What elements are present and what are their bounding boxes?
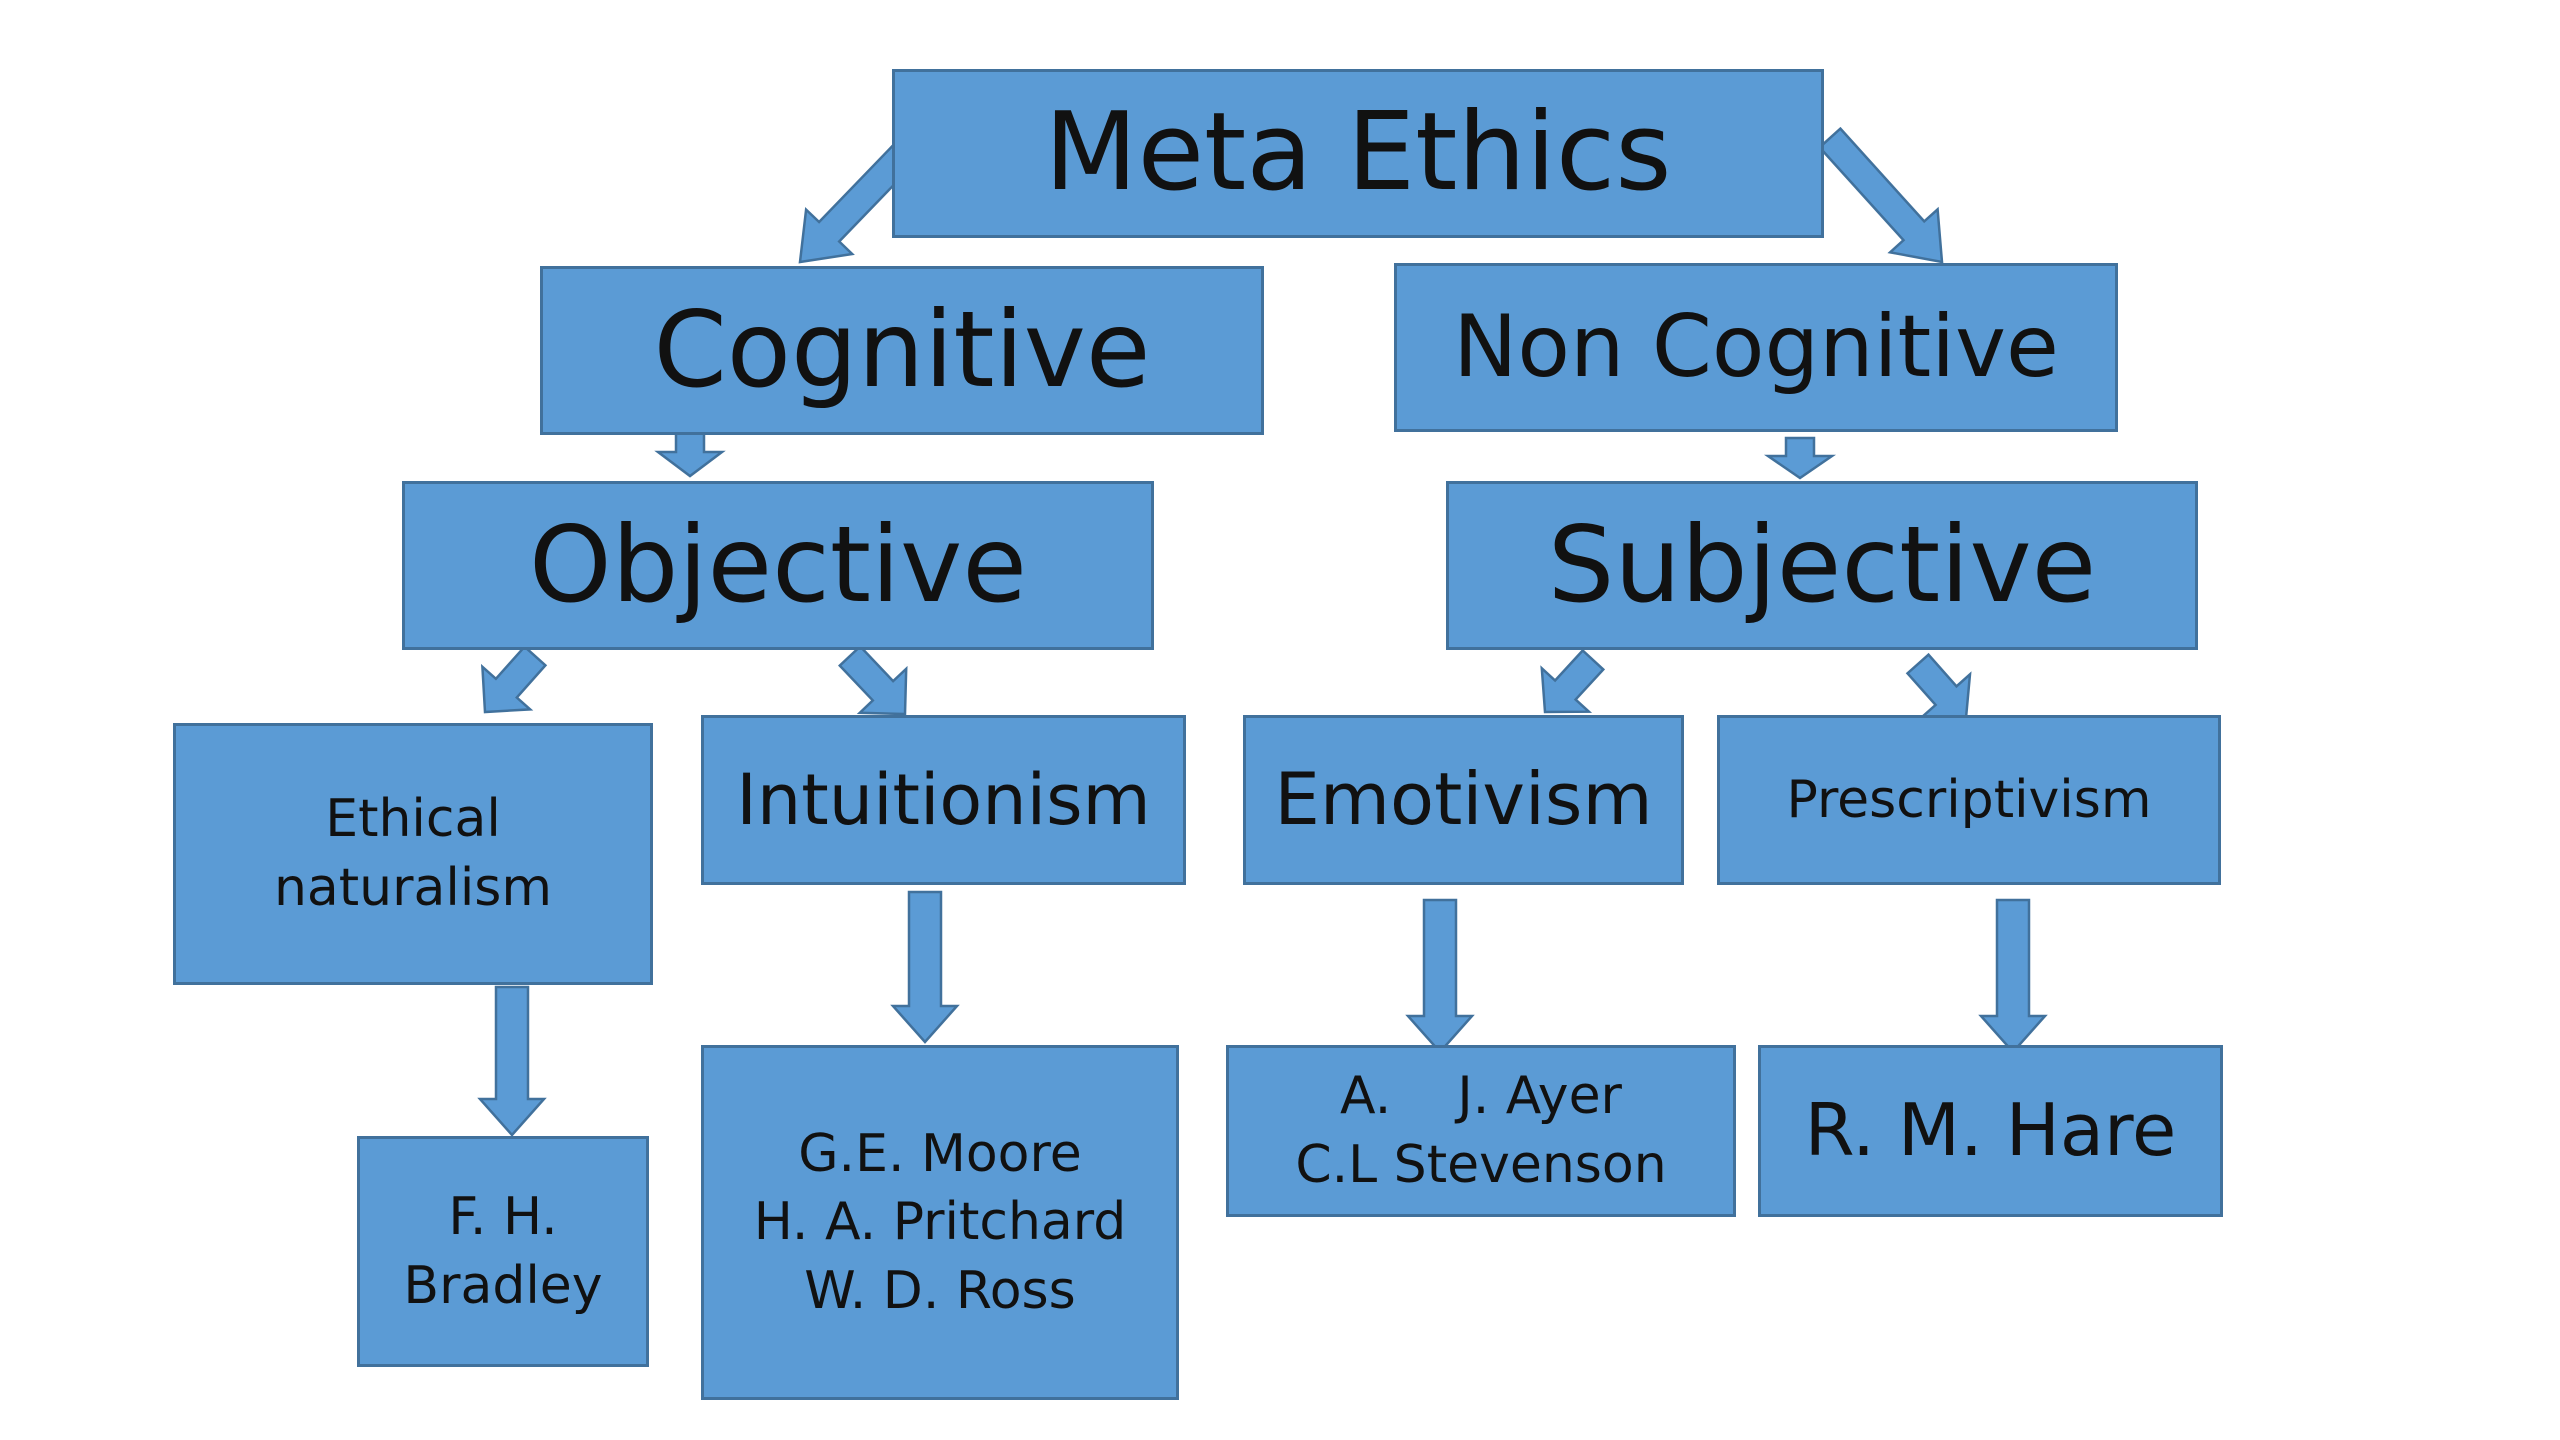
philosopher-moore: G.E. Moore bbox=[798, 1123, 1082, 1184]
node-emotivism-label: Emotivism bbox=[1274, 757, 1653, 842]
philosopher-ayer: A. J. Ayer bbox=[1340, 1066, 1622, 1127]
node-non-cognitive-label: Non Cognitive bbox=[1453, 296, 2059, 397]
arrow-objective-to-intuitionism bbox=[838, 644, 908, 716]
node-prescriptivism-label: Prescriptivism bbox=[1786, 769, 2152, 830]
philosopher-stevenson: C.L Stevenson bbox=[1295, 1135, 1667, 1195]
node-hare: R. M. Hare bbox=[1758, 1045, 2223, 1217]
node-meta-ethics: Meta Ethics bbox=[892, 69, 1824, 238]
node-cognitive-label: Cognitive bbox=[653, 289, 1151, 412]
node-ethical-naturalism-line-1: Ethical bbox=[325, 789, 501, 850]
node-intuitionism-label: Intuitionism bbox=[736, 758, 1151, 841]
node-subjective-label: Subjective bbox=[1547, 504, 2097, 627]
arrow-meta-to-non-cognitive bbox=[1817, 126, 1944, 264]
arrow-objective-to-naturalism bbox=[480, 644, 548, 714]
philosopher-hare: R. M. Hare bbox=[1804, 1088, 2177, 1173]
philosopher-pritchard: H. A. Pritchard bbox=[753, 1192, 1127, 1253]
node-non-cognitive: Non Cognitive bbox=[1394, 263, 2118, 432]
node-cognitive: Cognitive bbox=[540, 266, 1264, 435]
arrow-prescriptivism-to-hare bbox=[1978, 898, 2048, 1054]
arrow-subjective-to-emotivism bbox=[1540, 648, 1606, 714]
philosopher-ross: W. D. Ross bbox=[804, 1260, 1076, 1321]
arrow-cognitive-to-objective bbox=[654, 430, 726, 478]
node-bradley-line-1: F. H. bbox=[448, 1186, 558, 1247]
node-ethical-naturalism: Ethical naturalism bbox=[173, 723, 653, 985]
arrow-intuitionism-to-philosophers bbox=[890, 890, 960, 1044]
node-ethical-naturalism-line-2: naturalism bbox=[273, 858, 553, 918]
node-bradley-line-2: Bradley bbox=[403, 1255, 603, 1316]
node-intuitionist-philosophers: G.E. Moore H. A. Pritchard W. D. Ross bbox=[701, 1045, 1179, 1400]
node-bradley: F. H. Bradley bbox=[357, 1136, 649, 1367]
arrow-subjective-to-prescriptivism bbox=[1905, 652, 1972, 720]
node-objective-label: Objective bbox=[529, 504, 1027, 627]
arrow-naturalism-to-bradley bbox=[477, 985, 547, 1137]
node-meta-ethics-label: Meta Ethics bbox=[1044, 90, 1672, 216]
node-emotivism: Emotivism bbox=[1243, 715, 1684, 885]
node-emotivist-philosophers: A. J. Ayer C.L Stevenson bbox=[1226, 1045, 1736, 1217]
node-objective: Objective bbox=[402, 481, 1154, 650]
arrow-emotivism-to-philosophers bbox=[1405, 898, 1475, 1054]
node-intuitionism: Intuitionism bbox=[701, 715, 1186, 885]
arrow-noncog-to-subjective bbox=[1763, 436, 1837, 480]
node-prescriptivism: Prescriptivism bbox=[1717, 715, 2221, 885]
node-subjective: Subjective bbox=[1446, 481, 2198, 650]
